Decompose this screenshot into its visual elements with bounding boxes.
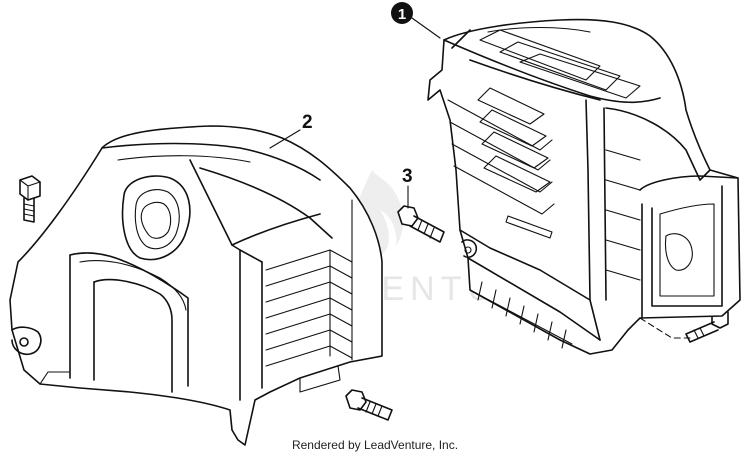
leader-part-2 (269, 129, 301, 149)
screw-upper-left (19, 175, 41, 223)
render-credit: Rendered by LeadVenture, Inc. (291, 438, 459, 452)
part-1-housing (427, 18, 741, 355)
screw-part-3 (397, 205, 445, 243)
callout-part-2[interactable]: 2 (302, 112, 313, 133)
callout-part-2-label: 2 (302, 112, 313, 133)
screw-bottom-middle (345, 389, 393, 421)
callout-part-3[interactable]: 3 (402, 166, 413, 187)
callout-part-1-label: 1 (398, 6, 406, 23)
callout-part-3-label: 3 (402, 166, 413, 187)
leader-part-1 (411, 17, 441, 39)
callout-part-1[interactable]: 1 (391, 2, 413, 24)
part-2-cover (9, 125, 383, 446)
